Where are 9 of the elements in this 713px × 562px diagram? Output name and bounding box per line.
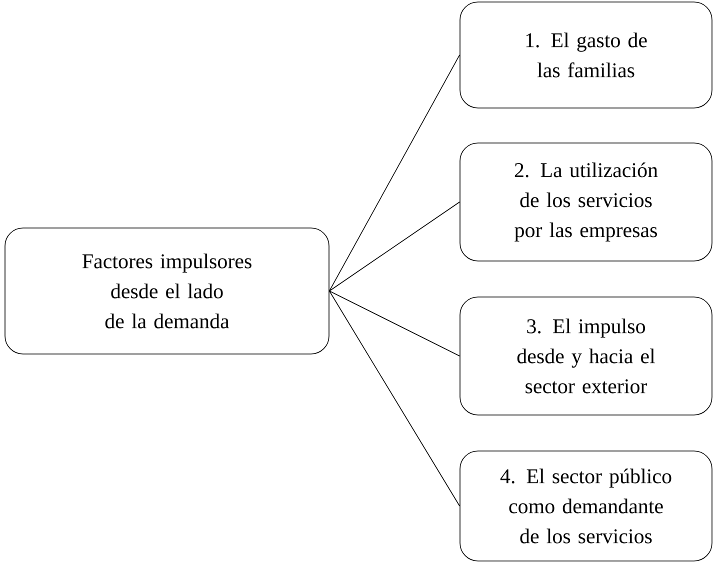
text-box: 1. El gasto de las familias — [460, 2, 712, 108]
text-box: 2. La utilización de los servicios por las empresas — [460, 142, 712, 262]
connector-line — [329, 290, 460, 356]
connector-line — [329, 202, 460, 292]
text-box: 4. El sector público como demandante de los servicios — [460, 450, 712, 562]
connector-line — [329, 54, 460, 292]
connector-line — [329, 290, 460, 506]
text-box: Factores impulsores desde el lado de la demanda — [4, 228, 330, 354]
text-box: 3. El impulso desde y hacia el sector exterior — [460, 296, 712, 416]
